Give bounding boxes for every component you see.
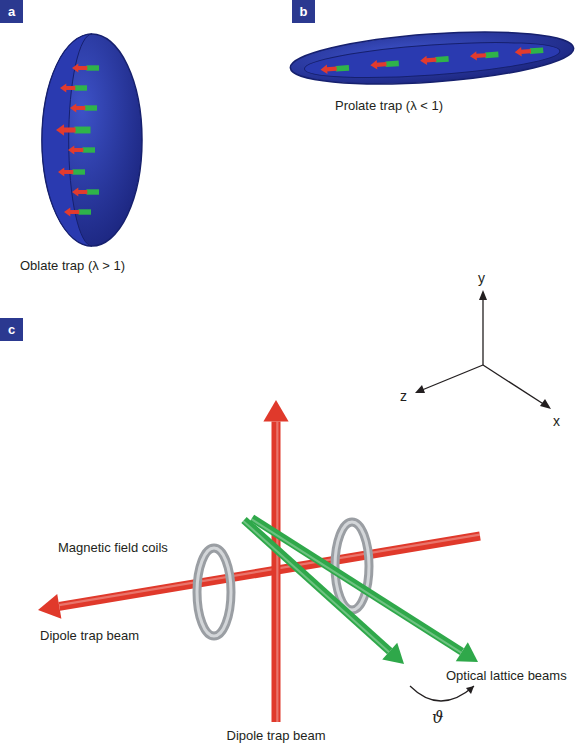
spin-head	[370, 60, 377, 70]
spin-tail	[336, 65, 350, 72]
spin-tail	[530, 47, 544, 54]
part-label: Optical lattice beams	[446, 668, 567, 684]
spin-body	[426, 58, 437, 63]
spin-head	[72, 64, 78, 73]
spin-body	[376, 62, 387, 67]
spin-head	[64, 208, 70, 217]
panel-letter-box: a	[0, 0, 23, 23]
oblate-ellipsoid	[42, 34, 142, 246]
lattice-beam-2-head	[456, 642, 478, 662]
spin-tail	[86, 65, 99, 70]
lattice-beam-1-head	[382, 643, 404, 664]
panel-letter-box: c	[0, 318, 23, 341]
spin-tail	[78, 209, 91, 214]
prolate-ellipsoid	[289, 24, 576, 92]
part-label: Dipole trap beam	[227, 728, 326, 744]
panel-letter: a	[8, 4, 15, 19]
spin-body	[77, 66, 87, 70]
spin-head	[70, 104, 76, 113]
spin-body	[326, 67, 337, 72]
spin-tail	[485, 52, 499, 59]
spin-tail	[84, 105, 97, 110]
panel-letter: c	[8, 322, 15, 337]
caption-label: Oblate trap (λ > 1)	[20, 258, 125, 274]
spin-tail	[74, 127, 90, 134]
panel-letter-box: b	[292, 0, 315, 23]
spin-head	[60, 84, 66, 93]
angle-arc	[410, 686, 474, 701]
spin-tail	[435, 56, 449, 63]
dipole-beam-vertical-shaft	[272, 422, 281, 722]
spin-body	[63, 170, 73, 174]
spin-head	[320, 65, 327, 75]
spin-tail	[86, 189, 99, 194]
caption-label: Prolate trap (λ < 1)	[335, 98, 443, 114]
spin-body	[65, 86, 75, 90]
angle-label: ϑ	[432, 708, 443, 727]
spin-body	[520, 49, 531, 54]
panel-letter: b	[300, 4, 308, 19]
lattice-beam-2-shaft	[252, 518, 462, 652]
spin-head	[72, 188, 78, 197]
spin-body	[63, 127, 76, 132]
spin-body	[69, 210, 79, 214]
spin-head	[420, 56, 427, 66]
lattice-beam-2	[251, 518, 478, 662]
spin-body	[476, 53, 487, 58]
spin-head	[56, 124, 64, 136]
dipole-beam-horizontal-head	[38, 594, 61, 619]
axis-label: y	[478, 270, 485, 286]
lattice-beam-1-shaft	[244, 520, 390, 651]
spin-tail	[72, 169, 85, 174]
spin-head	[58, 168, 64, 177]
spin-head	[470, 51, 477, 61]
axis-label: x	[553, 413, 560, 429]
spin-head	[68, 146, 74, 155]
spin-tail	[385, 60, 399, 67]
spin-body	[75, 106, 85, 110]
part-label: Dipole trap beam	[40, 628, 139, 644]
spin-tail	[82, 147, 95, 152]
spin-head	[514, 47, 521, 57]
dipole-beam-horizontal	[38, 535, 480, 619]
lattice-beam-1	[243, 520, 404, 664]
part-label: Magnetic field coils	[58, 540, 168, 556]
dipole-beam-vertical-head	[263, 400, 288, 422]
spin-body	[73, 148, 83, 152]
spin-tail	[74, 85, 87, 90]
spin-body	[77, 190, 87, 194]
coordinate-axes	[415, 290, 551, 409]
axis-label: z	[400, 388, 407, 404]
